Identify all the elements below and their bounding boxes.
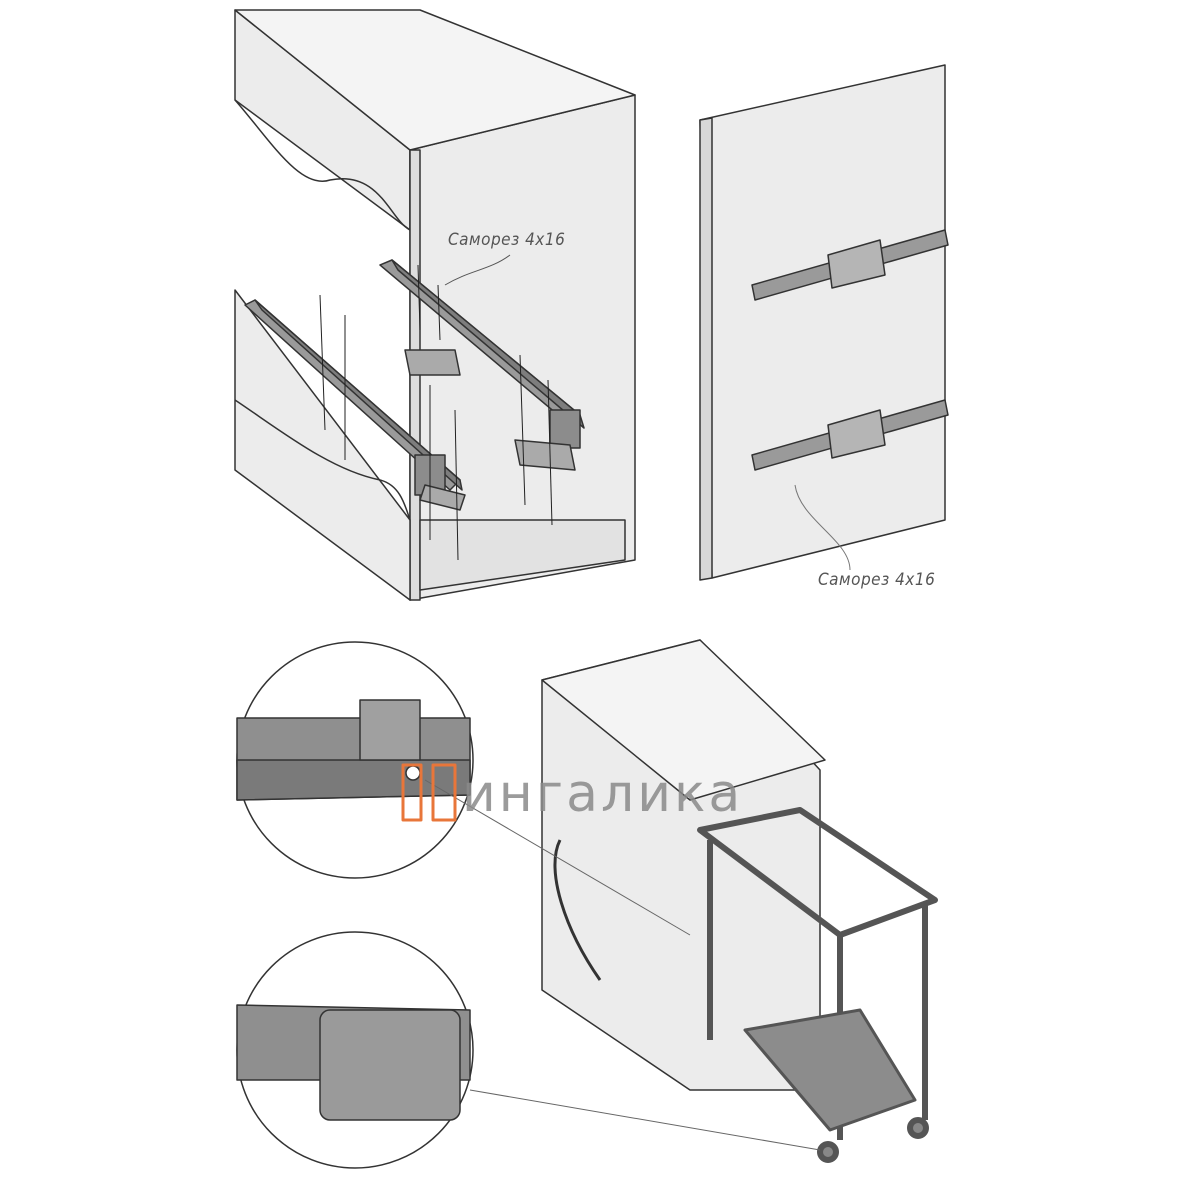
- cabinet-bottom: [541, 639, 826, 1091]
- screw-label-top: Саморез 4х16: [448, 230, 566, 250]
- waste-bin-frame: [697, 807, 938, 1163]
- cabinet-top-left: [234, 9, 636, 601]
- drawer-slide-left: [244, 299, 466, 511]
- screw-label-right: Саморез 4х16: [818, 570, 936, 590]
- detail-circle-bottom: [236, 931, 474, 1169]
- side-panel: [699, 64, 946, 581]
- drawer-slide-right: [379, 259, 585, 471]
- mounting-bracket-upper: [751, 229, 949, 301]
- logo-mark: [401, 763, 457, 822]
- logo-text: ингалика: [462, 764, 744, 824]
- screws-top: [319, 264, 553, 561]
- mounting-bracket-lower: [751, 399, 949, 471]
- detail-circle-top: [236, 641, 474, 879]
